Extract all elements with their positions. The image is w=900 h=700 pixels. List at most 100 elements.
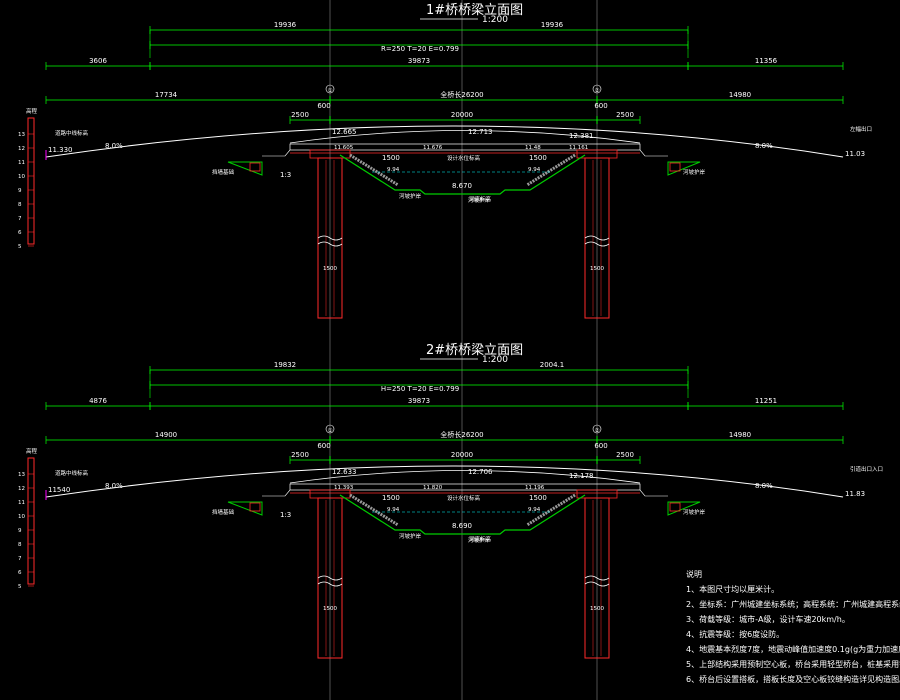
right-footing — [669, 162, 681, 172]
ruler-tick-label: 7 — [18, 216, 22, 222]
right-slope-protection — [667, 501, 701, 516]
note-item: 4、地震基本烈度7度，地震动峰值加速度0.1g(g为重力加速度)。 — [686, 644, 900, 654]
left-label: 道路中线标高 — [55, 129, 89, 137]
abutment-left — [262, 149, 291, 157]
ruler-tick-label: 6 — [18, 230, 22, 236]
slope-ratio: 1:3 — [280, 171, 291, 179]
revetment-hatch — [349, 153, 576, 187]
right-elevation: 11.83 — [845, 490, 865, 498]
note-item: 5、上部结构采用预制空心板，桥台采用轻型桥台，桩基采用钻孔灌注桩。 — [686, 659, 900, 669]
pier-cap — [576, 489, 618, 499]
dimension-text: 2004.1 — [540, 361, 565, 369]
axis-label: ① — [328, 88, 333, 94]
deck-elevation: 11.820 — [423, 485, 443, 491]
right-label: 左幅出口 — [850, 125, 872, 133]
note-item: 1、本图尺寸均以厘米计。 — [686, 584, 779, 594]
elevation-label: 12.713 — [468, 128, 493, 136]
dimension-text: 39873 — [408, 57, 430, 65]
water-elevation: 9.94 — [387, 167, 400, 173]
side-label: 挡墙基础 — [212, 168, 235, 176]
dimension-text: 600 — [317, 102, 330, 110]
deck-elevation: 11.605 — [334, 145, 354, 151]
water-elevation: 9.94 — [528, 507, 541, 513]
dimension-text: 1500 — [529, 494, 547, 502]
center-label: 设计水位标高 — [447, 494, 481, 502]
dimension-text: 19832 — [274, 361, 296, 369]
ruler-tick-label: 11 — [18, 500, 25, 506]
drawing-title: 2#桥桥梁立面图 — [426, 343, 523, 358]
axis-marker — [592, 84, 602, 94]
river-channel — [339, 154, 586, 195]
road-profile — [45, 465, 844, 498]
note-item: 4、抗震等级：按6度设防。 — [686, 629, 784, 639]
dimension-text: 14980 — [729, 91, 751, 99]
deck-elevation: 11.196 — [525, 485, 545, 491]
slope-ratio: 1:3 — [280, 511, 291, 519]
deck-elevation: 11.393 — [334, 485, 354, 491]
bridge-deck-top — [289, 470, 641, 484]
dimension-text: 2500 — [291, 451, 309, 459]
water-elevation: 9.94 — [528, 167, 541, 173]
left-elevation: 11540 — [48, 486, 70, 494]
dimension-text: 600 — [317, 442, 330, 450]
ruler-title: 高程 — [26, 107, 38, 115]
side-label: 河坡护岸 — [683, 508, 706, 516]
ruler-tick-label: 13 — [18, 472, 25, 478]
axis-label: ① — [328, 428, 333, 434]
elevation-label: 12.178 — [569, 472, 594, 480]
pile-dimension: 1500 — [323, 266, 337, 272]
left-slope-protection — [227, 161, 263, 176]
dimension-text: 19936 — [274, 21, 297, 29]
ruler-tick-label: 10 — [18, 514, 25, 520]
left-slope-protection — [227, 501, 263, 516]
deck-elevation: 11.676 — [423, 145, 443, 151]
center-label: 设计水位标高 — [447, 154, 481, 162]
side-label: 河坡护岸 — [468, 196, 491, 204]
curve-parameters: H=250 T=20 E=0.799 — [381, 385, 459, 393]
ruler-tick-label: 8 — [18, 202, 22, 208]
drawing-scale: 1:200 — [482, 15, 508, 25]
pier-cap — [309, 149, 351, 159]
note-item: 2、坐标系：广州城建坐标系统；高程系统：广州城建高程系统。 — [686, 599, 900, 609]
ruler-tick-label: 8 — [18, 542, 22, 548]
right-slope: 8.0% — [755, 482, 773, 490]
dimension-text: 20000 — [451, 111, 473, 119]
bottom-label: 河底标高 — [469, 535, 492, 543]
ruler-tick-label: 6 — [18, 570, 22, 576]
dimension-text: 3606 — [89, 57, 107, 65]
bridge-deck — [289, 143, 641, 151]
side-label: 河坡护岸 — [468, 536, 491, 544]
note-item: 6、桥台后设置搭板，搭板长度及空心板铰缝构造详见构造图。 — [686, 674, 900, 684]
break-symbol — [584, 235, 610, 247]
dimension-text: 全桥长26200 — [440, 430, 483, 439]
dimension-text: 1500 — [382, 154, 400, 162]
ruler-tick-label: 5 — [18, 584, 22, 590]
drawing-scale: 1:200 — [482, 355, 508, 365]
left-label: 道路中线标高 — [55, 469, 89, 477]
dimension-text: 600 — [594, 102, 607, 110]
side-label: 河坡护岸 — [399, 532, 422, 540]
water-elevation: 9.94 — [387, 507, 400, 513]
abutment-right — [639, 489, 668, 497]
pier-cap — [576, 149, 618, 159]
dimension-text: 全桥长26200 — [440, 90, 483, 99]
side-label: 河坡护岸 — [399, 192, 422, 200]
dimension-text: 20000 — [451, 451, 473, 459]
elevation-ruler — [27, 457, 35, 585]
pile-dimension: 1500 — [590, 606, 604, 612]
deck-elevation: 11.48 — [525, 145, 541, 151]
bridge-deck-top — [289, 130, 641, 144]
pile-dimension: 1500 — [590, 266, 604, 272]
dimension-text: 39873 — [408, 397, 430, 405]
elevation-ruler — [27, 117, 35, 245]
pier-cap — [309, 489, 351, 499]
notes-block: 说明 1、本图尺寸均以厘米计。 2、坐标系：广州城建坐标系统；高程系统：广州城建… — [686, 569, 900, 684]
left-footing — [249, 502, 261, 512]
dimension-text: 2500 — [616, 451, 634, 459]
dimension-text: 17734 — [155, 91, 178, 99]
axis-marker — [325, 424, 335, 434]
dimension-text: 11251 — [755, 397, 777, 405]
